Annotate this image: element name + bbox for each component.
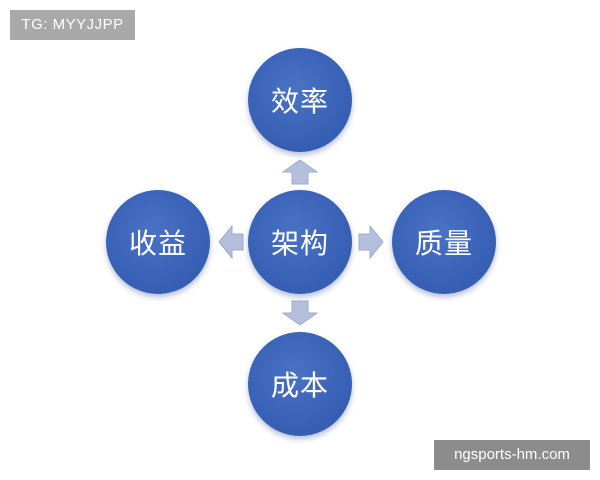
arrow-up-icon <box>282 159 318 185</box>
node-revenue: 收益 <box>106 190 210 294</box>
node-efficiency: 效率 <box>248 48 352 152</box>
tg-watermark-badge: TG: MYYJJPP <box>10 10 135 40</box>
node-quality: 质量 <box>392 190 496 294</box>
node-architecture: 架构 <box>248 190 352 294</box>
arrow-left-icon <box>218 225 244 259</box>
arrow-right-icon <box>358 225 384 259</box>
arrow-down-icon <box>282 300 318 326</box>
node-cost: 成本 <box>248 332 352 436</box>
site-watermark-badge: ngsports-hm.com <box>434 440 590 470</box>
